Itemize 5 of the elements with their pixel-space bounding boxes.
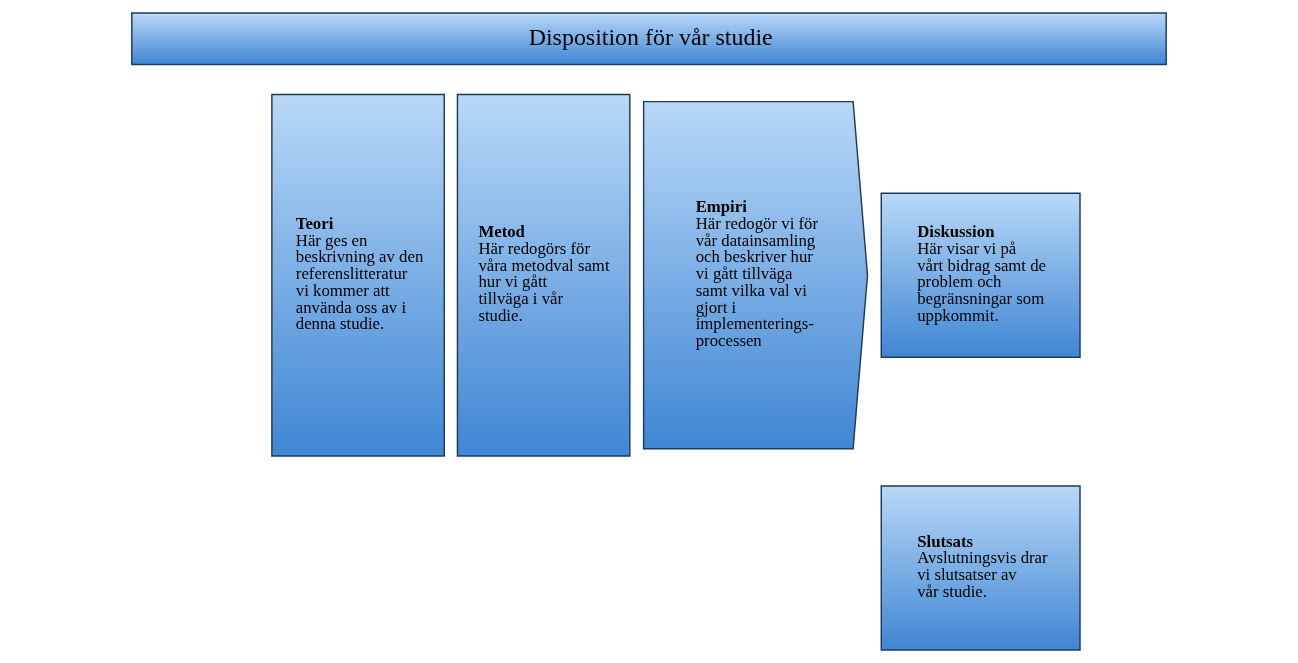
node-box: Metod Här redogörs för våra metodval samt hur vi gått tillväga i vår studie.: [456, 93, 631, 457]
node-box: Diskussion Här visar vi på vårt bidrag samt de problem och begränsningar som uppkommit.: [880, 192, 1081, 358]
node-box: Slutsats Avslutningsvis drar vi slutsatser av vår studie.: [880, 485, 1081, 651]
node-box: Disposition för vår studie: [131, 12, 1167, 66]
node-box: Teori Här ges en beskrivning av den referenslitteratur vi kommer att använda oss av i denna studie.: [271, 93, 445, 457]
